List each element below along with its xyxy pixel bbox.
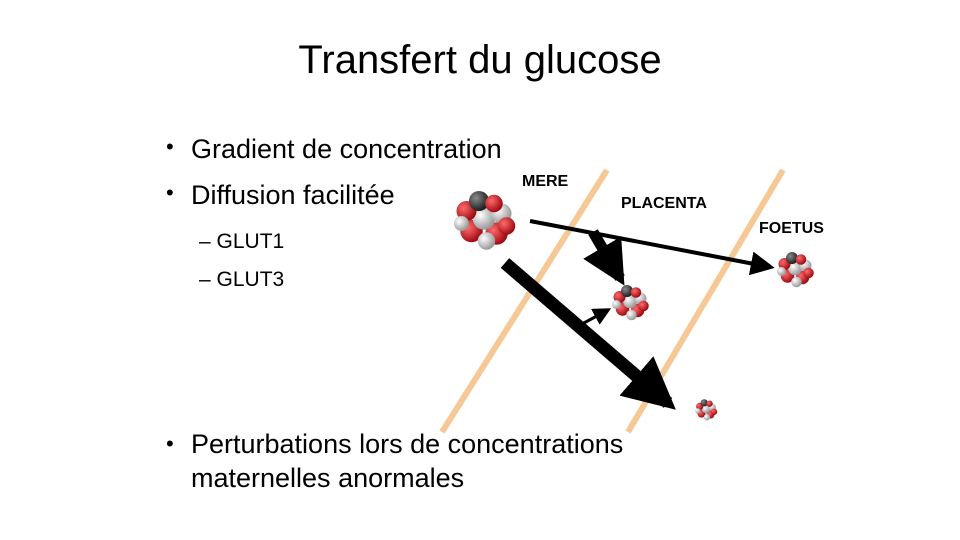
bullet-text: Diffusion facilitée — [191, 180, 395, 210]
bullet-perturbations: • Perturbations lors de concentrations m… — [166, 427, 624, 495]
sub-bullet-glut1: – GLUT1 — [199, 230, 285, 253]
glucose-molecule-small — [695, 399, 718, 421]
sub-bullet-glut3: – GLUT3 — [199, 268, 285, 291]
arrow-to-foetus — [529, 219, 775, 276]
bullet-dot: • — [166, 431, 174, 456]
bullet-diffusion: • Diffusion facilitée — [166, 180, 395, 211]
bullet-text-line2: maternelles anormales — [191, 463, 465, 493]
bullet-gradient: • Gradient de concentration — [166, 134, 502, 165]
arrow-placenta-back — [581, 308, 612, 326]
bullet-dot: • — [166, 134, 174, 159]
label-placenta: PLACENTA — [621, 195, 707, 212]
glucose-molecule-foetus — [777, 252, 814, 288]
glucose-molecule-placenta — [612, 285, 649, 321]
arrow-to-placenta — [583, 229, 625, 286]
glucose-molecule-maternal — [454, 191, 516, 250]
arrow-large-metabolism — [500, 258, 676, 410]
slide-title: Transfert du glucose — [298, 38, 662, 82]
bullet-dot: • — [166, 180, 174, 205]
bullet-text-line1: Perturbations lors de concentrations — [191, 429, 624, 459]
maternal-membrane-line — [439, 168, 610, 434]
bullet-text: Gradient de concentration — [191, 134, 502, 164]
label-foetus: FOETUS — [759, 220, 824, 237]
label-mere: MERE — [522, 173, 569, 190]
